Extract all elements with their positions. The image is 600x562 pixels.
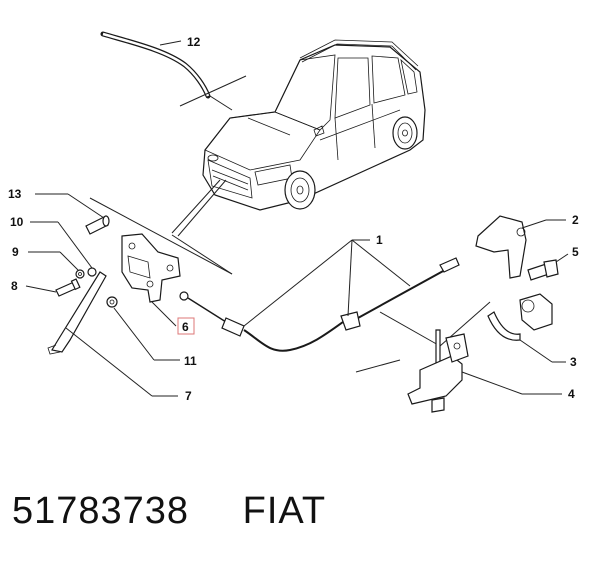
part-4-latch <box>407 329 469 413</box>
part-12-strip <box>100 31 211 99</box>
callout-4: 4 <box>568 387 575 401</box>
part-2-bracket <box>475 215 527 279</box>
callout-13: 13 <box>8 187 22 201</box>
callout-11: 11 <box>184 354 197 368</box>
callout-2: 2 <box>572 213 579 227</box>
callout-6: 6 <box>182 320 189 334</box>
part-9-nut <box>75 269 85 279</box>
callout-9: 9 <box>12 245 19 259</box>
callout-6-highlight <box>177 317 195 335</box>
brand-name: FIAT <box>242 490 327 532</box>
part-caption: 51783738 FIAT <box>12 490 368 533</box>
part-11-nut <box>106 296 118 308</box>
car-illustration <box>202 39 426 211</box>
callout-3: 3 <box>570 355 577 369</box>
part-13-pin <box>85 215 110 235</box>
callout-12: 12 <box>187 35 201 49</box>
part-7-strap <box>47 271 107 355</box>
callout-8: 8 <box>11 279 18 293</box>
callout-1: 1 <box>376 233 383 247</box>
part-number: 51783738 <box>12 490 190 532</box>
part-1-cable <box>179 257 460 352</box>
callout-5: 5 <box>572 245 579 259</box>
callout-10: 10 <box>10 215 24 229</box>
callout-7: 7 <box>185 389 192 403</box>
part-10-clip <box>87 267 97 277</box>
part-5-bolt <box>527 259 559 281</box>
part-6-lock-bracket <box>121 233 181 303</box>
part-3-switch <box>487 293 553 341</box>
part-8-bolt <box>55 278 81 297</box>
